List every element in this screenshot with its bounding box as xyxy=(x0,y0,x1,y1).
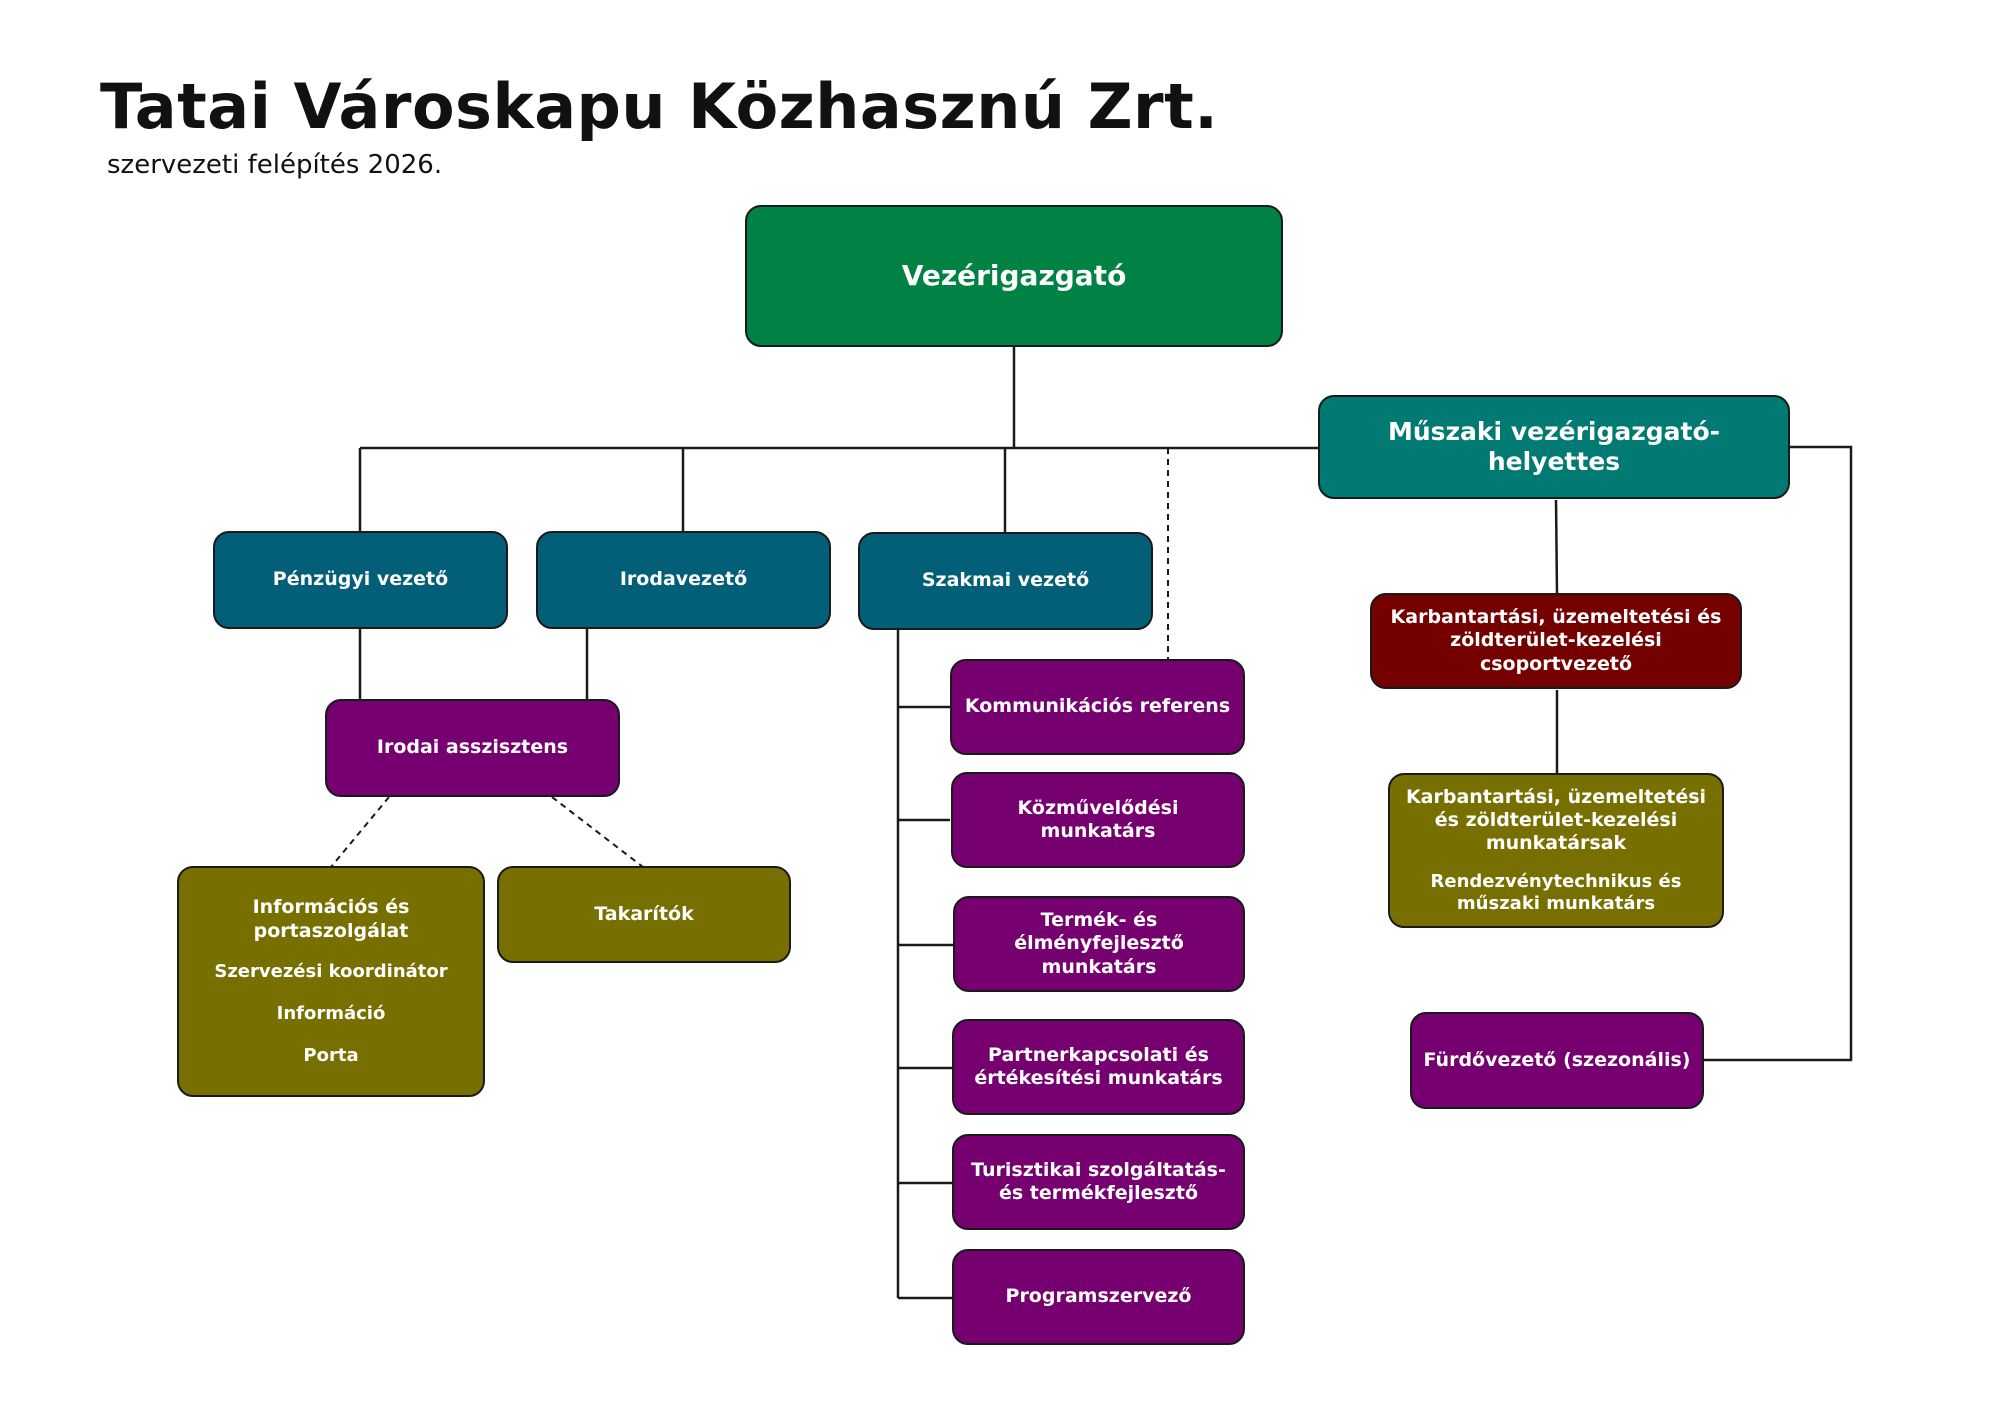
finance-manager-box: Pénzügyi vezető xyxy=(213,531,508,629)
info-porter-item: Porta xyxy=(303,1044,359,1066)
professional-manager-box: Szakmai vezető xyxy=(858,532,1153,630)
maintenance-staff-sub: Rendezvénytechnikus és műszaki munkatárs xyxy=(1430,871,1682,915)
connector-deputy-bath xyxy=(1704,445,1853,1062)
product-experience-box: Termék- és élményfejlesztő munkatárs xyxy=(953,896,1245,992)
technical-deputy-label: Műszaki vezérigazgató-helyettes xyxy=(1387,416,1721,477)
connector-deputy-maintenance xyxy=(1554,499,1559,594)
bath-manager-label: Fürdővezető (szezonális) xyxy=(1423,1048,1691,1071)
technical-deputy-box: Műszaki vezérigazgató-helyettes xyxy=(1318,395,1790,499)
maintenance-lead-box: Karbantartási, üzemeltetési és zöldterül… xyxy=(1370,593,1742,689)
event-organizer-label: Programszervező xyxy=(1005,1285,1192,1308)
culture-box: Közművelődési munkatárs xyxy=(951,772,1245,868)
connector-dashed-info xyxy=(330,796,390,868)
maintenance-lead-label: Karbantartási, üzemeltetési és zöldterül… xyxy=(1390,606,1722,675)
office-manager-box: Irodavezető xyxy=(536,531,831,629)
info-porter-item: Információ xyxy=(276,1002,386,1024)
event-organizer-box: Programszervező xyxy=(952,1249,1245,1345)
cleaners-label: Takarítók xyxy=(594,902,694,925)
communications-box: Kommunikációs referens xyxy=(950,659,1245,755)
tourism-label: Turisztikai szolgáltatás- és termékfejle… xyxy=(971,1158,1226,1204)
product-experience-label: Termék- és élményfejlesztő munkatárs xyxy=(1014,909,1184,978)
finance-manager-label: Pénzügyi vezető xyxy=(272,568,449,591)
office-assistant-box: Irodai asszisztens xyxy=(325,699,620,797)
connector-dashed-cleaners xyxy=(551,796,644,868)
culture-label: Közművelődési munkatárs xyxy=(1017,796,1179,842)
info-porter-box: Információs és portaszolgálat Szervezési… xyxy=(177,866,485,1097)
office-assistant-label: Irodai asszisztens xyxy=(376,736,569,759)
page-subtitle: szervezeti felépítés 2026. xyxy=(107,150,443,180)
partner-sales-label: Partnerkapcsolati és értékesítési munkat… xyxy=(974,1043,1223,1089)
office-manager-label: Irodavezető xyxy=(619,568,748,591)
ceo-box: Vezérigazgató xyxy=(745,205,1283,347)
page-title: Tatai Városkapu Közhasznú Zrt. xyxy=(100,70,1219,143)
cleaners-box: Takarítók xyxy=(497,866,791,963)
tourism-box: Turisztikai szolgáltatás- és termékfejle… xyxy=(952,1134,1245,1230)
communications-label: Kommunikációs referens xyxy=(964,695,1231,718)
info-porter-title: Információs és portaszolgálat xyxy=(252,896,410,942)
info-porter-item: Szervezési koordinátor xyxy=(214,960,448,982)
maintenance-staff-box: Karbantartási, üzemeltetési és zöldterül… xyxy=(1388,773,1724,928)
professional-manager-label: Szakmai vezető xyxy=(921,569,1090,592)
partner-sales-box: Partnerkapcsolati és értékesítési munkat… xyxy=(952,1019,1245,1115)
ceo-label: Vezérigazgató xyxy=(901,258,1127,292)
bath-manager-box: Fürdővezető (szezonális) xyxy=(1410,1012,1704,1109)
maintenance-staff-title: Karbantartási, üzemeltetési és zöldterül… xyxy=(1405,785,1707,855)
